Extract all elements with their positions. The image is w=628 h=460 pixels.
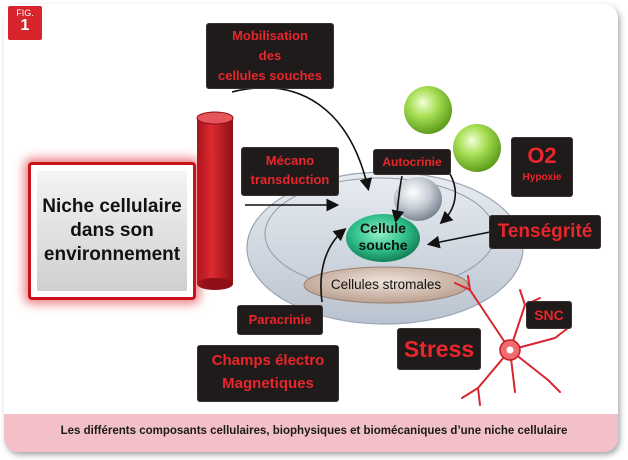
stromal-cell-label: Cellules stromales (330, 277, 442, 292)
mobilisation-line-1: Mobilisation (232, 28, 308, 43)
arrow-tensegrite (426, 231, 491, 249)
mobilisation-box: Mobilisation des cellules souches (207, 24, 333, 88)
tensegrite-box: Tenségrité (490, 216, 600, 248)
champs-box: Champs électro Magnetiques (198, 346, 338, 401)
champs-line-2: Magnetiques (222, 375, 314, 392)
paracrinie-label: Paracrinie (248, 312, 312, 327)
mecano-line-1: Mécano (265, 153, 315, 168)
champs-line-1: Champs électro (211, 352, 325, 369)
snc-box: SNC (527, 302, 571, 328)
red-cylinder (197, 118, 233, 284)
green-cell-top (404, 86, 452, 134)
arrow-paracrinie (320, 227, 347, 303)
mecano-line-2: transduction (250, 172, 330, 187)
arrow-mobilisation (231, 87, 373, 192)
stromal-cell (303, 266, 469, 304)
o2-label: O2 (527, 143, 557, 168)
stem-cell (346, 214, 420, 262)
caption-bar (4, 414, 618, 452)
mobilisation-line-3: cellules souches (217, 68, 323, 83)
niche-label: Niche cellulaire dans son environnement (37, 171, 187, 291)
autocrinie-box: Autocrinie (374, 150, 450, 174)
stem-cell-label: Cellule souche (343, 220, 423, 254)
grey-cell (394, 177, 442, 221)
arrow-green (439, 173, 457, 225)
stem-cell-line-1: Cellule (360, 220, 406, 236)
figure-tag-number: 1 (20, 17, 30, 34)
red-cylinder-top (196, 111, 234, 125)
stress-box: Stress (398, 329, 480, 369)
green-cell-right (453, 124, 501, 172)
stress-label: Stress (403, 336, 475, 362)
figure-tag-label: FIG. (16, 8, 34, 18)
figure-tag: FIG. 1 (8, 6, 42, 40)
red-cylinder-bottom (197, 278, 233, 290)
stem-cell-line-2: souche (358, 237, 408, 253)
snc-label: SNC (534, 307, 564, 323)
arrow-autocrinie (391, 175, 405, 224)
mobilisation-line-2: des (258, 48, 282, 63)
niche-box: Niche cellulaire dans son environnement (28, 162, 196, 300)
hypoxie-label: Hypoxie (522, 172, 562, 183)
figure-caption: Les différents composants cellulaires, b… (60, 425, 568, 437)
paracrinie-box: Paracrinie (238, 306, 322, 334)
tensegrite-label: Tenségrité (497, 221, 593, 242)
neuron-nucleus (506, 346, 514, 354)
mecano-box: Mécano transduction (242, 148, 338, 195)
autocrinie-label: Autocrinie (382, 155, 442, 169)
o2-box: O2 Hypoxie (512, 138, 572, 196)
